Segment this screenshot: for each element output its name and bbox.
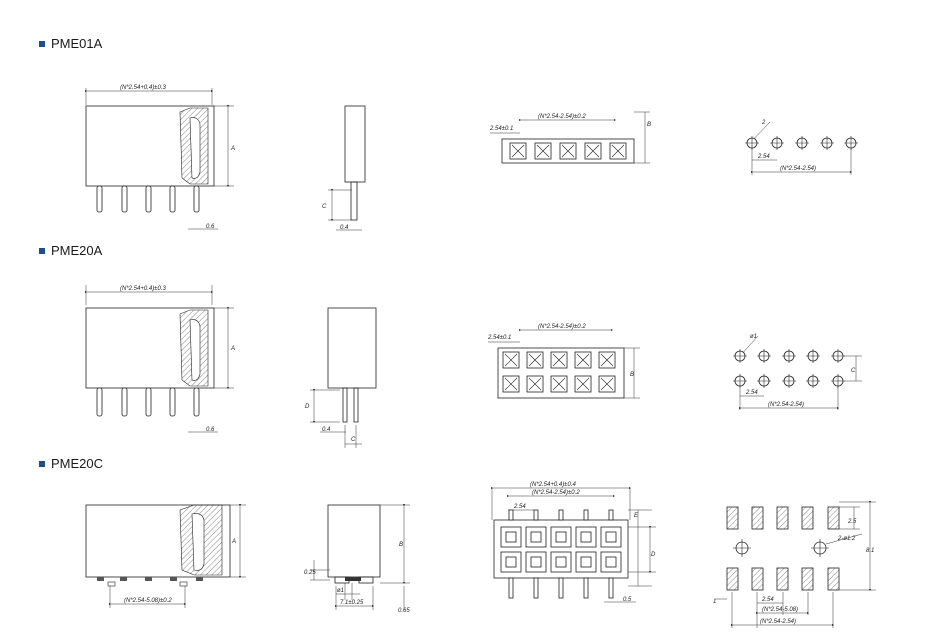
dim-label: (N*2.54-2.54)±0.2 bbox=[532, 490, 580, 496]
section-title: PME20C bbox=[51, 456, 104, 471]
dim-label: E bbox=[634, 513, 639, 519]
bullet-icon bbox=[39, 460, 45, 467]
dim-label: ø1 bbox=[337, 588, 344, 594]
dim-label: (N*2.54-2.54)±0.2 bbox=[538, 324, 586, 330]
dim-label: (N*2.54-2.54) bbox=[768, 402, 804, 408]
dim-label: ø1 bbox=[750, 334, 757, 340]
dim-label: D bbox=[305, 404, 310, 410]
section-heading-pme20c: PME20C bbox=[39, 456, 103, 471]
section-title: PME01A bbox=[51, 36, 103, 51]
dim-label: C bbox=[322, 204, 327, 210]
dim-label: 7.1±0.25 bbox=[340, 600, 364, 606]
dim-label: B bbox=[399, 542, 403, 548]
dim-label: (N*2.54-2.54) bbox=[760, 619, 796, 625]
dim-label: 2-ø1.2 bbox=[837, 536, 856, 542]
pme20a-side-view: D 0.4 C bbox=[305, 307, 377, 448]
section-title: PME20A bbox=[51, 243, 103, 258]
dim-label: B bbox=[630, 372, 634, 378]
dim-label: 1 bbox=[713, 599, 716, 605]
pme20c-side-view: B 0.25 ø1 7.1±0.25 0.65 bbox=[304, 504, 410, 614]
pme20c-top-view: (N*2.54+0.4)±0.4 (N*2.54-2.54)±0.2 2.54 … bbox=[491, 482, 656, 603]
dim-label: A bbox=[231, 539, 236, 545]
pme20a-pcb-layout: ø1 C 2.54 (N*2.54-2.54) bbox=[733, 334, 862, 410]
section-heading-pme20a: PME20A bbox=[39, 243, 102, 258]
pme20c-front-view: A (N*2.54-5.08)±0.2 bbox=[85, 504, 246, 608]
dim-label: 8.1 bbox=[866, 548, 874, 554]
dim-label: 2.54 bbox=[761, 597, 774, 603]
dim-label: (N*2.54+0.4)±0.3 bbox=[120, 286, 166, 292]
dim-label: (N*2.54+0.4)±0.3 bbox=[120, 85, 166, 91]
dim-label: 2.54±0.1 bbox=[487, 335, 511, 341]
dim-label: 0.4 bbox=[340, 225, 349, 231]
dim-label: C bbox=[851, 368, 856, 374]
pme01a-pcb-layout: 2 2.54 (N*2.54-2.54) bbox=[745, 120, 858, 175]
dim-label: B bbox=[647, 122, 651, 128]
dim-label: 0.65 bbox=[398, 608, 410, 614]
dim-label: 2.54±0.1 bbox=[489, 126, 513, 132]
dim-label: C bbox=[351, 437, 356, 443]
dim-label: 0.25 bbox=[304, 570, 316, 576]
dim-label: (N*2.54-5.08)±0.2 bbox=[124, 598, 172, 604]
dim-label: (N*2.54-2.54) bbox=[780, 166, 816, 172]
section-heading-pme01a: PME01A bbox=[39, 36, 102, 51]
bullet-icon bbox=[39, 247, 45, 254]
dim-label: (N*2.54-5.08) bbox=[762, 607, 798, 613]
pme20c-pcb-layout: 2-ø1.2 2.5 8.1 1 2.54 (N*2.54-5.08) (N*2… bbox=[713, 501, 876, 628]
dim-label: 2.54 bbox=[745, 390, 758, 396]
pme20a-front-view: (N*2.54+0.4)±0.3 A 0.6 bbox=[85, 285, 235, 433]
dim-label: (N*2.54+0.4)±0.4 bbox=[530, 482, 576, 488]
dim-label: 2.5 bbox=[847, 519, 857, 525]
bullet-icon bbox=[39, 40, 45, 47]
dim-label: A bbox=[230, 346, 235, 352]
dim-label: 2.54 bbox=[757, 154, 770, 160]
dim-label: (N*2.54-2.54)±0.2 bbox=[538, 114, 586, 120]
dim-label: 2 bbox=[761, 120, 766, 126]
pme01a-top-view: (N*2.54-2.54)±0.2 2.54±0.1 B bbox=[489, 111, 651, 164]
pme01a-side-view: C 0.4 bbox=[322, 105, 366, 231]
dim-label: 0.5 bbox=[623, 597, 632, 603]
dim-label: 0.6 bbox=[206, 224, 215, 230]
dim-label: 2.54 bbox=[513, 504, 526, 510]
pme20a-top-view: (N*2.54-2.54)±0.2 2.54±0.1 B bbox=[487, 324, 640, 399]
dim-label: A bbox=[230, 146, 235, 152]
pme01a-front-view: (N*2.54+0.4)±0.3 A 0.6 bbox=[85, 85, 235, 230]
dim-label: D bbox=[651, 552, 656, 558]
dim-label: 0.6 bbox=[206, 427, 215, 433]
dim-label: 0.4 bbox=[322, 427, 331, 433]
